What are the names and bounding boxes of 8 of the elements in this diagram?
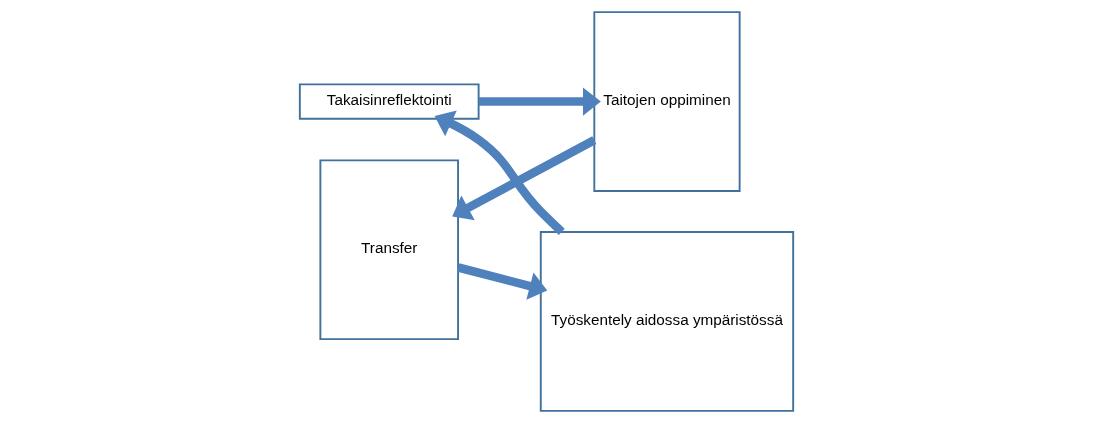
arrow xyxy=(452,136,597,221)
node-box: Transfer xyxy=(319,159,459,341)
arrow xyxy=(478,87,601,116)
node-box: Takaisinreflektointi xyxy=(298,83,480,120)
node-box: Työskentely aidossa ympäristössä xyxy=(539,231,795,412)
arrow xyxy=(457,263,548,300)
arrow xyxy=(434,110,565,236)
node-box: Taitojen oppiminen xyxy=(593,11,741,192)
